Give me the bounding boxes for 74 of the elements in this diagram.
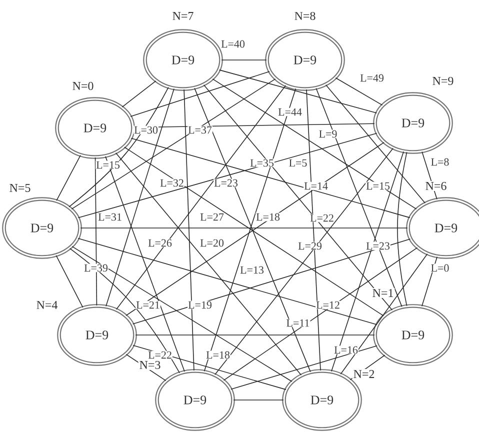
- weight-label: L=37: [188, 126, 212, 134]
- node-label: N=1: [371, 288, 395, 298]
- weight-label: L=20: [200, 238, 224, 248]
- connector-line: [350, 354, 386, 380]
- weight-label: L=16: [334, 346, 358, 354]
- node-label: N=5: [8, 183, 32, 193]
- weight-label: L=22: [310, 214, 334, 222]
- node-label: N=2: [352, 369, 376, 379]
- connector-line: [212, 78, 417, 210]
- weight-label: L=26: [148, 238, 172, 248]
- connector-line: [194, 88, 311, 372]
- connector-line: [421, 256, 438, 307]
- weight-label: L=13: [240, 266, 264, 274]
- connector-line: [214, 148, 394, 376]
- weight-label: L=29: [298, 242, 322, 250]
- node-label: N=6: [424, 180, 448, 192]
- node-label: N=8: [293, 10, 317, 22]
- weight-label: L=9: [318, 130, 338, 138]
- node-label: N=9: [431, 76, 455, 86]
- weight-label: L=49: [360, 74, 384, 82]
- connector-line: [331, 151, 404, 372]
- connector-line: [335, 77, 383, 106]
- connector-line: [184, 89, 194, 371]
- weight-label: L=27: [200, 212, 224, 222]
- connector-line: [316, 88, 402, 308]
- connector-line: [72, 246, 292, 382]
- connector-line: [422, 151, 438, 200]
- weight-label: L=15: [96, 160, 120, 170]
- connector-line: [69, 248, 180, 374]
- connector-line: [230, 345, 378, 390]
- connector-line: [78, 238, 378, 325]
- connector-line: [56, 154, 81, 202]
- connector-line: [204, 88, 296, 372]
- connector-line: [218, 70, 378, 114]
- connector-line: [397, 152, 408, 306]
- weight-label: L=8: [430, 158, 450, 166]
- weight-label: L=5: [288, 158, 308, 168]
- weight-label: L=23: [214, 178, 238, 188]
- connector-line: [56, 255, 84, 308]
- weight-label: L=12: [316, 300, 340, 310]
- node-label: N=7: [171, 11, 195, 21]
- connector-line: [325, 84, 426, 204]
- weight-label: L=32: [160, 178, 184, 188]
- weight-label: L=39: [84, 264, 108, 272]
- node-label: N=3: [138, 360, 162, 370]
- connector-line: [71, 78, 276, 210]
- connector-line: [223, 247, 418, 381]
- connector-line: [203, 84, 393, 310]
- connector-line: [78, 132, 378, 218]
- connector-line: [115, 152, 302, 376]
- node-label: N=0: [71, 80, 95, 92]
- weight-label: L=18: [256, 212, 280, 222]
- weight-label: L=22: [148, 350, 172, 360]
- connector-line: [306, 89, 321, 371]
- connector-line: [132, 238, 411, 324]
- connector-line: [130, 71, 270, 117]
- connector-line: [105, 156, 185, 372]
- connector-line: [132, 345, 286, 390]
- connector-line: [340, 253, 428, 375]
- weight-label: L=0: [430, 264, 450, 272]
- weight-label: L=11: [286, 318, 310, 328]
- connector-line: [122, 80, 156, 108]
- connector-line: [94, 157, 98, 306]
- node-label: N=4: [35, 300, 59, 310]
- connector-line: [126, 354, 166, 382]
- connector-line: [106, 88, 174, 307]
- weight-label: L=35: [250, 158, 274, 168]
- connector-line: [68, 86, 169, 208]
- weight-label: L=19: [188, 300, 212, 310]
- connector-line: [135, 334, 375, 336]
- weight-label: L=15: [366, 182, 390, 190]
- connector-line: [116, 85, 286, 310]
- connector-line: [130, 138, 410, 218]
- weight-label: L=14: [304, 182, 328, 190]
